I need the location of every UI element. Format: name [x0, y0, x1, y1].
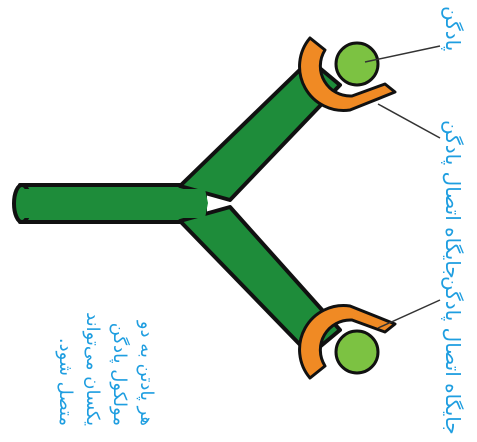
antigen-top: [334, 41, 380, 87]
antigen-bottom: [334, 329, 380, 375]
binding-site-top: [298, 36, 397, 112]
leader-binding-site-top: [377, 103, 441, 139]
note-text: هر پادتن به دو مولکول پادگن یکسان می‌توا…: [52, 276, 160, 426]
antibody-core-fill: [24, 189, 208, 218]
note-line: یکسان می‌تواند: [82, 312, 103, 426]
note-line: مولکول پادگن: [109, 322, 130, 426]
leader-binding-site-bottom: [377, 299, 441, 329]
antibody: [12, 58, 342, 357]
leader-antigen: [364, 45, 441, 63]
antibody-arm-bottom: [178, 205, 342, 357]
note-line: هر پادتن به دو: [136, 320, 157, 426]
label-binding-site-top: جایگاه اتصال پادگن: [441, 120, 465, 279]
label-antigen: پادگن: [441, 6, 465, 52]
note-line: متصل شود.: [55, 337, 76, 426]
binding-site-bottom: [298, 304, 397, 380]
label-binding-site-bottom: جایگاه اتصال پادگن: [441, 276, 465, 435]
antibody-arm-top: [178, 58, 342, 202]
